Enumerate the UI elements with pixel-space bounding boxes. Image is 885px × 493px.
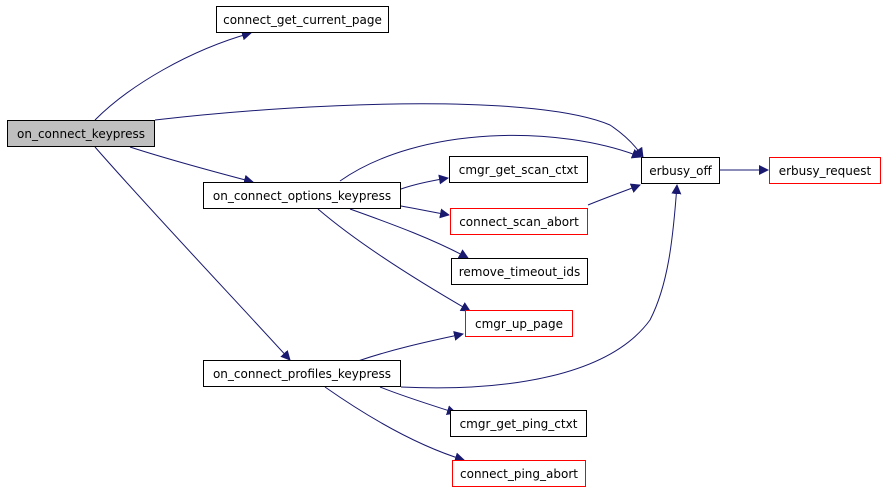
node-cmgr-get-ping-ctxt[interactable]: cmgr_get_ping_ctxt bbox=[450, 410, 587, 437]
edge-on-connect-profiles-keypress-to-erbusy-off bbox=[400, 184, 682, 389]
edge-on-connect-options-keypress-to-erbusy-off bbox=[339, 134, 642, 182]
edge-on-connect-options-keypress-to-cmgr-up-page bbox=[317, 208, 471, 312]
node-on-connect-profiles-keypress[interactable]: on_connect_profiles_keypress bbox=[203, 360, 401, 387]
node-remove-timeout-ids[interactable]: remove_timeout_ids bbox=[451, 258, 588, 285]
node-on-connect-options-keypress[interactable]: on_connect_options_keypress bbox=[203, 182, 401, 209]
edge-on-connect-keypress-to-erbusy-off bbox=[154, 103, 644, 158]
node-connect-scan-abort[interactable]: connect_scan_abort bbox=[450, 208, 588, 235]
edge-on-connect-keypress-to-on-connect-profiles-keypress bbox=[94, 146, 291, 361]
edge-on-connect-options-keypress-to-connect-scan-abort bbox=[400, 205, 450, 219]
edge-on-connect-keypress-to-connect-get-current-page bbox=[94, 30, 252, 121]
node-erbusy-request[interactable]: erbusy_request bbox=[769, 157, 881, 184]
node-on-connect-keypress: on_connect_keypress bbox=[7, 120, 155, 147]
node-connect-get-current-page[interactable]: connect_get_current_page bbox=[216, 6, 389, 33]
node-connect-ping-abort[interactable]: connect_ping_abort bbox=[452, 460, 586, 487]
edge-on-connect-keypress-to-on-connect-options-keypress bbox=[129, 146, 254, 185]
node-cmgr-get-scan-ctxt[interactable]: cmgr_get_scan_ctxt bbox=[449, 156, 588, 183]
edge-on-connect-options-keypress-to-remove-timeout-ids bbox=[349, 208, 469, 259]
edge-on-connect-profiles-keypress-to-connect-ping-abort bbox=[324, 386, 465, 463]
edge-on-connect-profiles-keypress-to-cmgr-get-ping-ctxt bbox=[379, 386, 457, 416]
edge-connect-scan-abort-to-erbusy-off bbox=[587, 183, 641, 206]
node-cmgr-up-page[interactable]: cmgr_up_page bbox=[465, 310, 573, 337]
node-erbusy-off[interactable]: erbusy_off bbox=[641, 157, 720, 184]
edge-on-connect-profiles-keypress-to-cmgr-up-page bbox=[357, 330, 464, 362]
edge-on-connect-options-keypress-to-cmgr-get-scan-ctxt bbox=[400, 174, 449, 190]
